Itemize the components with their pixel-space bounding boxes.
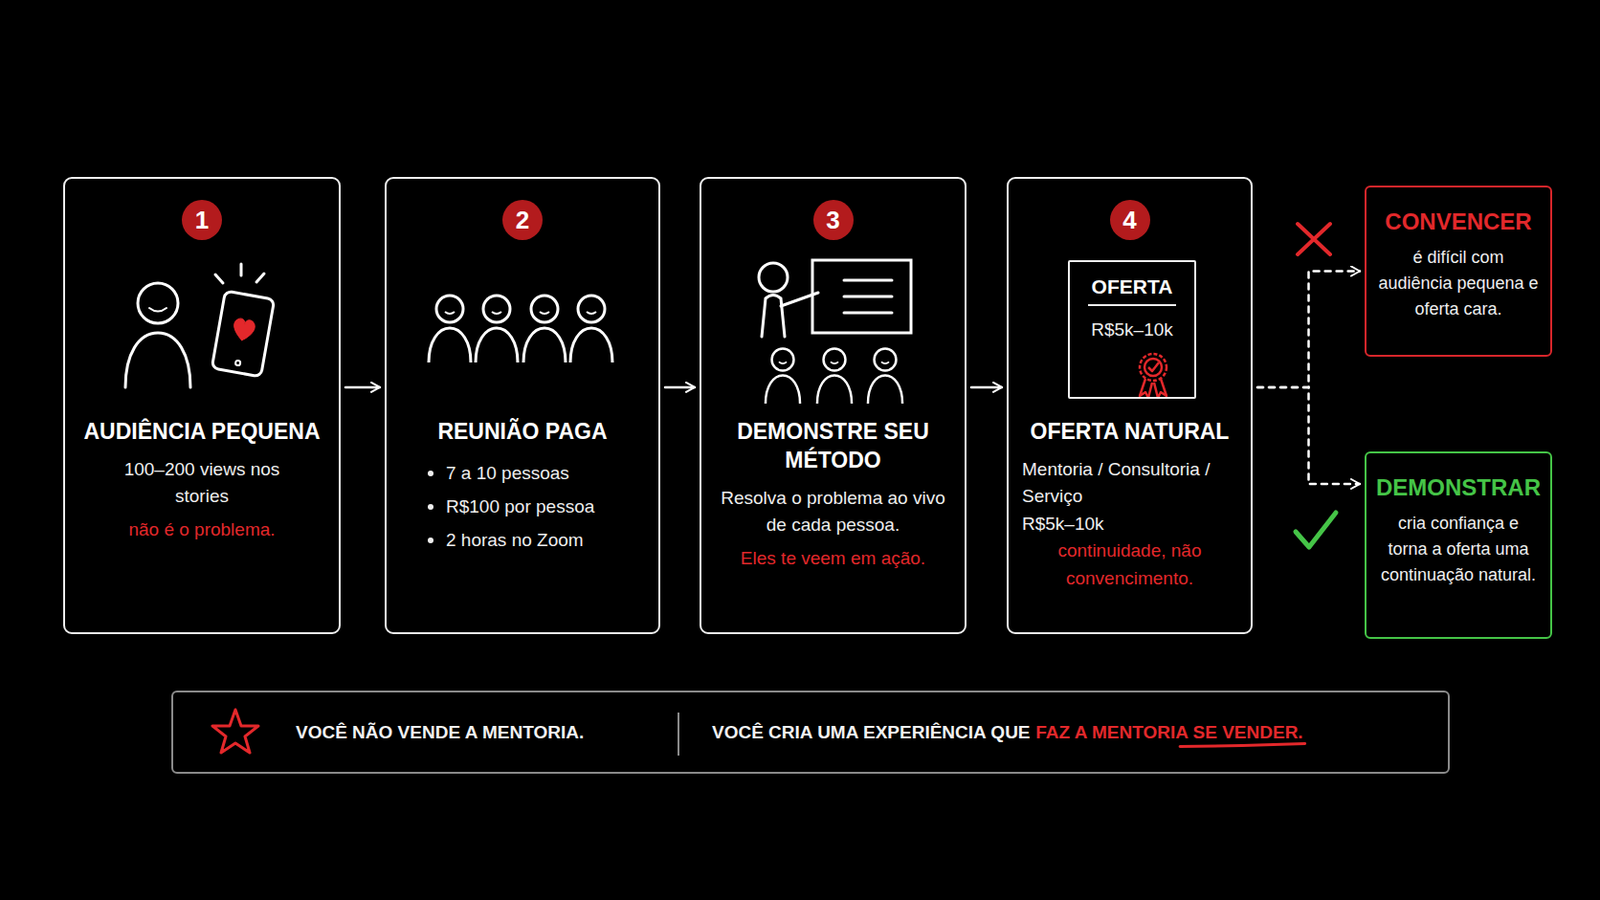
separator-line [677,712,680,756]
step-text: Mentoria / Consultoria / Serviço [1008,456,1251,512]
outcome-title: CONVENCER [1384,208,1532,236]
heart-icon [231,317,256,343]
flow-arrow [1257,271,1360,388]
person-body [125,333,191,388]
person-icon [523,295,566,363]
certificate-price: R$5k–10k [1090,319,1174,341]
audience-icon [817,349,852,404]
banner-text: VOCÊ CRIA UMA EXPERIÊNCIA QUE [711,722,1031,744]
step-box: 1AUDIÊNCIA PEQUENA 100–200 views nos stor… [63,177,341,635]
ribbon-badge [1139,354,1167,399]
offer-certificate: OFERTA R$5k–10k [1067,260,1197,400]
step-note: continuidade, não convencimento. [1024,537,1236,593]
phone-button [235,360,242,367]
bullet-item: R$100 por pessoa [424,489,595,524]
outcome-text: cria confiança e torna a oferta uma cont… [1376,511,1541,589]
person-icon [428,295,471,363]
person-smile [149,308,167,312]
outcome-box: DEMONSTRAR cria confiança e torna a ofert… [1364,451,1553,640]
check-symbol [1295,512,1336,548]
flow-arrow [1257,387,1360,485]
cross-stroke [1297,223,1331,255]
step-number: 3 [813,200,854,241]
badge-rosette [1139,354,1167,381]
summary-banner: VOCÊ NÃO VENDE A MENTORIA.VOCÊ CRIA UMA … [171,690,1450,775]
outcome-title: DEMONSTRAR [1376,474,1541,502]
phone-rays [215,264,265,284]
person-head [137,283,178,324]
board-icon [812,260,912,334]
step-box: 3DEMONSTRE SEU MÉTODO Resolva o problema … [699,177,967,635]
banner-highlight: FAZ A MENTORIA SE VENDER. [1035,722,1303,744]
badge-check [1148,362,1159,372]
person-icon [125,283,191,388]
step-box: 2REUNIÃO PAGA 7 a 10 pessoasR$100 por pes… [384,177,661,635]
step-note: não é o problema. [118,516,285,545]
ray [215,274,223,284]
bullet-item: 7 a 10 pessoas [424,456,570,490]
ribbon-tail [1154,378,1167,399]
step-text: R$5k–10k [1008,511,1251,539]
cross-symbol [1297,223,1331,255]
board-line [844,279,892,283]
step-text: Resolva o problema ao vivo de cada pesso… [701,485,965,540]
person-icon [475,295,518,363]
phone-icon [211,290,274,378]
flow-arrow [345,386,380,390]
step-title: DEMONSTRE SEU MÉTODO [701,418,965,476]
outcome-text: é difícil com audiência pequena e oferta… [1376,244,1541,323]
certificate-title: OFERTA [1088,275,1178,307]
bullet-item: 2 horas no Zoom [424,523,584,557]
phone-body [211,290,274,378]
step-title: REUNIÃO PAGA [431,418,613,447]
ribbon-tail [1139,378,1153,399]
board-line [844,311,892,315]
step-number: 4 [1110,200,1151,241]
step-note: Eles te veem em ação. [731,545,935,574]
presenter-body [761,295,785,338]
presenter-head [758,263,788,292]
audience-icon [765,349,800,404]
presenter-icon [758,263,819,337]
step-number: 2 [502,200,543,241]
step-number: 1 [181,200,223,241]
ray [256,273,265,283]
ray [240,264,244,276]
cross-stroke [1297,223,1331,255]
step-box: 4OFERTA NATURAL Mentoria / Consultoria / … [1006,177,1253,635]
board-line [844,295,892,299]
star-icon [212,710,259,754]
badge-center [1144,358,1162,377]
banner-text: VOCÊ NÃO VENDE A MENTORIA. [295,722,712,744]
person-icon [570,295,613,363]
step-title: OFERTA NATURAL [1024,418,1236,447]
audience-icon [867,349,903,404]
flow-arrow [971,386,1002,390]
board [812,260,912,334]
flow-arrow [665,386,695,390]
underline-stroke [1179,744,1306,748]
step-title: AUDIÊNCIA PEQUENA [77,418,326,447]
step-text: 100–200 views nos stories [111,456,293,512]
outcome-box: CONVENCER é difícil com audiência pequena… [1364,185,1553,357]
